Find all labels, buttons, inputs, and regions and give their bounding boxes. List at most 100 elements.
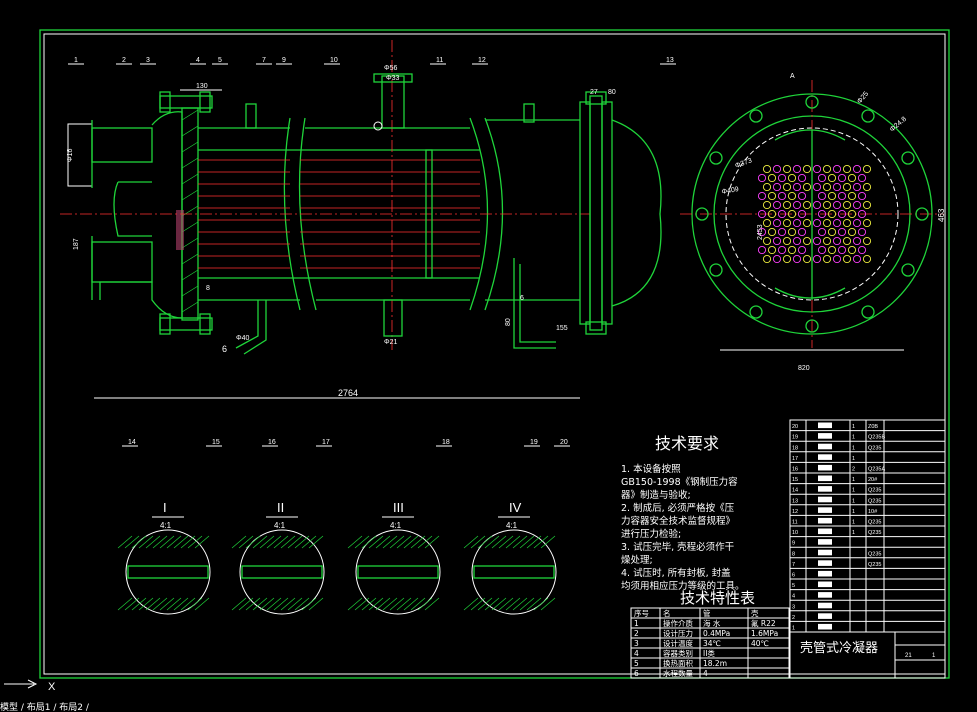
tube-hole (827, 191, 837, 201)
tube-hole (817, 191, 827, 201)
bom-cell: 1 (852, 509, 855, 515)
tube-hole (802, 182, 812, 192)
tube-hole (822, 164, 832, 174)
part-label: 2 (122, 57, 126, 64)
tube-hole (777, 173, 787, 183)
tube-hole (857, 173, 867, 183)
detail-roman: II (277, 500, 284, 515)
tech-req-line: 进行压力检验; (621, 528, 681, 540)
tube-hole (837, 245, 847, 255)
tube-hole (832, 236, 842, 246)
tech-requirements: 技术要求 1. 本设备按照GB150-1998《钢制压力容器》制造与验收;2. … (621, 434, 745, 592)
detail-circle (239, 529, 325, 615)
part-label: 19 (530, 439, 538, 446)
tube-hole (767, 209, 777, 219)
detail-roman: IV (509, 500, 522, 515)
bom-name-block (818, 454, 832, 460)
detail-scale: 4:1 (506, 521, 518, 530)
char-table-cell: 2 (634, 629, 639, 638)
bom-cell: 6 (792, 573, 795, 579)
tube-hole (757, 245, 767, 255)
tube-hole (782, 164, 792, 174)
tube-hole (847, 209, 857, 219)
char-table-cell: 6 (634, 669, 639, 678)
detail-scale: 4:1 (160, 521, 172, 530)
char-table-cell: 0.4MPa (703, 629, 730, 638)
tube-hole (852, 182, 862, 192)
char-table-cell: 操作介质 (663, 618, 693, 628)
section-a-label: A (790, 73, 795, 80)
dim-d33: Φ33 (386, 75, 399, 82)
layout-tabs[interactable]: 模型 / 布局1 / 布局2 / (0, 701, 90, 712)
tech-req-line: 4. 试压时, 所有封板, 封盖 (621, 567, 731, 579)
bom-cell: 15 (792, 477, 798, 483)
tube-hole (842, 182, 852, 192)
bom-cell: Q235 (868, 445, 881, 451)
bom-cell: 1 (852, 488, 855, 494)
tube-hole (757, 227, 767, 237)
bom-cell: 19 (792, 435, 798, 441)
tube-hole (857, 191, 867, 201)
tube-hole (852, 218, 862, 228)
bom-cell: 9 (792, 541, 795, 547)
char-table-cell: 设计压力 (663, 628, 693, 638)
tube-hole (847, 227, 857, 237)
bom-cell: 1 (852, 477, 855, 483)
bom-cell: 2 (792, 615, 795, 621)
char-table-cell: 3 (634, 639, 639, 648)
tube-hole (782, 182, 792, 192)
tube-hole (862, 200, 872, 210)
dim-820: 820 (798, 365, 810, 372)
tube-hole (817, 245, 827, 255)
tube-hole (787, 173, 797, 183)
char-table-cell: 设计温度 (663, 638, 693, 648)
tube-hole (832, 164, 842, 174)
tube-hole (852, 254, 862, 264)
tube-hole (827, 173, 837, 183)
tube-hole (862, 254, 872, 264)
tube-hole (832, 182, 842, 192)
bom-cell: Z0B (868, 424, 878, 430)
bom-cell: 17 (792, 456, 798, 462)
bom-cell: Q235 (868, 488, 881, 494)
dim-d21: Φ21 (384, 339, 397, 346)
tube-hole (852, 236, 862, 246)
bom-cell: 7 (792, 562, 795, 568)
bom-name-block (818, 581, 832, 588)
bom-name-block (818, 592, 832, 598)
part-label: 14 (128, 439, 136, 446)
dimensions: 2764 130 Φ56 Φ33 Φ21 Φ16 187 155 80 27 8… (67, 65, 946, 399)
char-table-cell: 5 (634, 659, 639, 668)
tube-hole (832, 218, 842, 228)
char-table-cell: II类 (703, 648, 715, 658)
bom-cell: 20# (868, 477, 878, 483)
detail-roman: III (393, 500, 404, 515)
char-table-cell: 4 (703, 669, 708, 678)
bom-cell: 3 (792, 604, 795, 610)
tube-hole (787, 227, 797, 237)
label-6: 6 (222, 344, 227, 354)
tube-hole (812, 200, 822, 210)
char-table-cell: 18.2m (703, 659, 727, 668)
dim-d409: Φ409 (721, 186, 739, 196)
tech-req-line: 1. 本设备按照 (621, 463, 681, 475)
tube-hole (842, 236, 852, 246)
tube-hole (802, 254, 812, 264)
char-table-cell: 名 (663, 608, 671, 618)
tube-hole (762, 254, 772, 264)
char-table-cell: 34℃ (703, 639, 721, 648)
tube-hole (852, 200, 862, 210)
tube-hole (777, 191, 787, 201)
dim-d40: Φ40 (236, 335, 249, 342)
tube-hole (792, 254, 802, 264)
dim-463: 463 (937, 208, 946, 222)
bom-cell: 1 (852, 435, 855, 441)
tech-req-line: 力容器安全技术监督规程》 (621, 515, 735, 527)
tube-hole (822, 218, 832, 228)
bom-cell: 14 (792, 488, 798, 494)
inner-frame (43, 33, 946, 675)
tube-hole (862, 182, 872, 192)
